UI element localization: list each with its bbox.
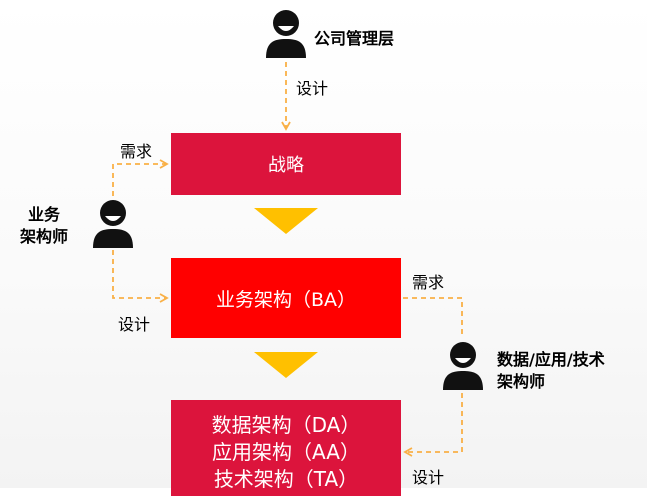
application-architecture-label: 应用架构（AA） [212,440,360,464]
chevron-down-icon [254,208,318,234]
person-icon [93,200,133,248]
design-connector-left [112,250,169,303]
business-architecture-box: 业务架构（BA） [171,258,401,338]
role-data-app-tech-architect-line1: 数据/应用/技术 [497,350,605,369]
label-demand-left: 需求 [120,142,153,161]
role-business-architect-line2: 架构师 [20,227,69,246]
data-app-tech-box: 数据架构（DA） 应用架构（AA） 技术架构（TA） [171,400,401,496]
role-data-app-tech-architect-line2: 架构师 [497,372,546,391]
data-architecture-label: 数据架构（DA） [211,413,361,437]
role-data-app-tech-architect: 数据/应用/技术 架构师 [497,349,605,393]
label-demand-right: 需求 [412,273,445,292]
label-design-right: 设计 [412,468,445,487]
design-connector-right [403,393,463,457]
label-design-left: 设计 [118,315,151,334]
person-icon [443,342,483,390]
business-architecture-label: 业务架构（BA） [215,288,357,311]
role-business-architect-line1: 业务 [28,205,61,224]
person-icon [266,10,306,58]
role-management: 公司管理层 [314,29,395,48]
demand-connector-right [403,297,463,335]
strategy-box: 战略 [171,133,401,195]
strategy-label: 战略 [268,155,304,176]
role-business-architect: 业务 架构师 [20,204,68,248]
chevron-down-icon [254,352,318,378]
technology-architecture-label: 技术架构（TA） [213,467,359,491]
label-design-top: 设计 [296,79,329,98]
demand-connector-left [112,159,169,196]
